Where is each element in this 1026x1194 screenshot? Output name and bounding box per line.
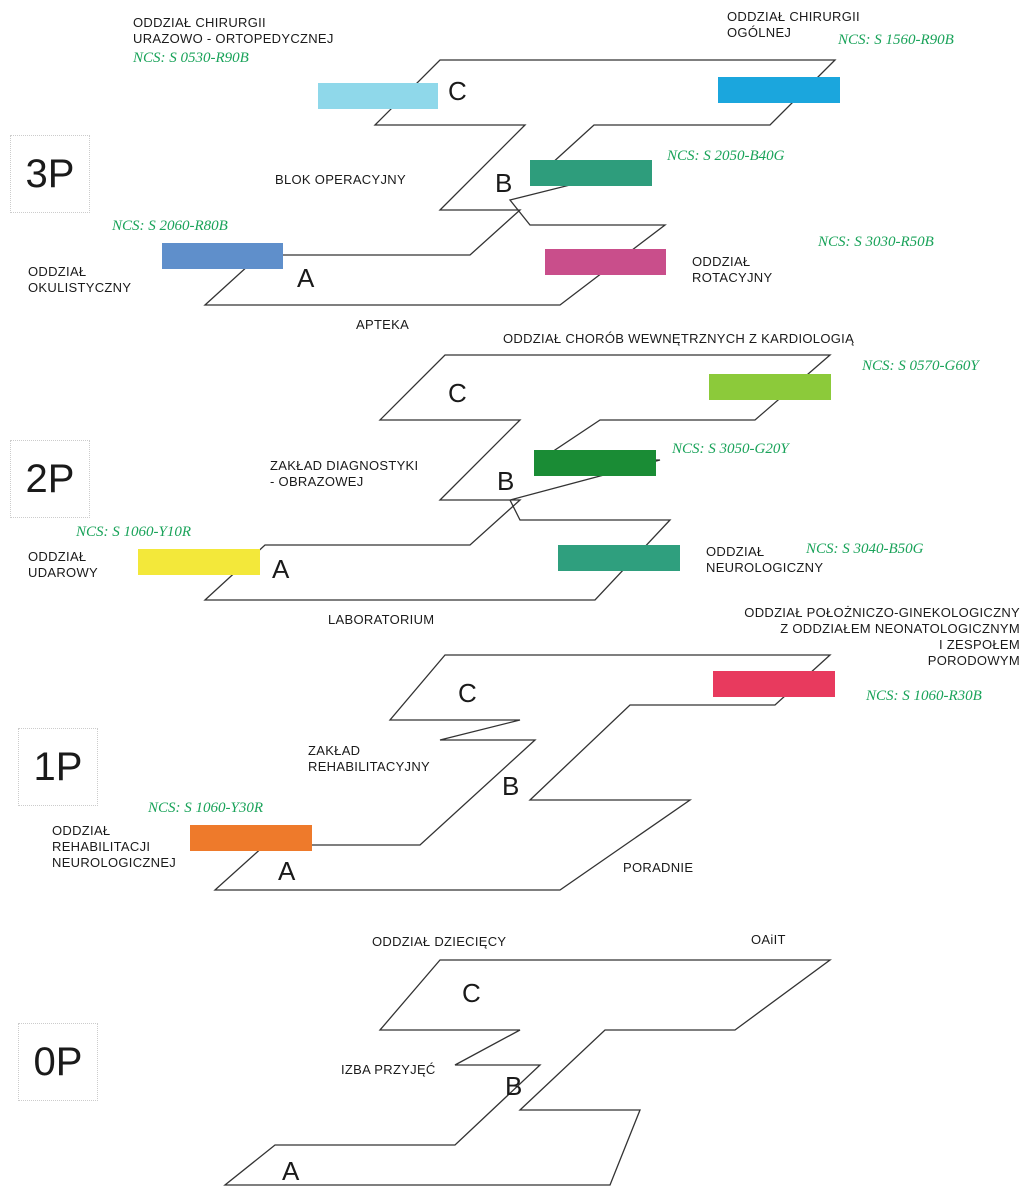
color-swatch-internal-medicine [709, 374, 831, 400]
color-swatch-orthopedic-surgery [318, 83, 438, 109]
floor-0p-outline [223, 959, 832, 1186]
color-swatch-stroke-ward [138, 549, 260, 575]
ward-label-operating-block: BLOK OPERACYJNY [275, 172, 406, 187]
ward-label-obstetrics-gynecology: ODDZIAŁ POŁOŻNICZO-GINEKOLOGICZNY Z ODDZ… [744, 605, 1020, 668]
ncs-code-obstetrics-gynecology: NCS: S 1060-R30B [866, 688, 982, 704]
color-swatch-general-surgery [718, 77, 840, 103]
ward-label-laboratory: LABORATORIUM [328, 612, 435, 627]
ncs-code-rotation-ward: NCS: S 3030-R50B [818, 234, 934, 250]
ncs-code-neurology: NCS: S 3040-B50G [806, 541, 924, 557]
color-swatch-2p-b [534, 450, 656, 476]
wing-label-2p-c: C [448, 378, 467, 408]
floor-label-1p: 1P [18, 728, 98, 806]
ncs-code-3p-b: NCS: S 2050-B40G [667, 148, 785, 164]
color-swatch-obstetrics-gynecology [713, 671, 835, 697]
ward-label-rotation-ward: ODDZIAŁ ROTACYJNY [692, 254, 773, 285]
ward-label-general-surgery: ODDZIAŁ CHIRURGII OGÓLNEJ [727, 9, 860, 40]
floor-label-3p: 3P [10, 135, 90, 213]
color-swatch-rotation-ward [545, 249, 666, 275]
wing-label-2p-b: B [497, 466, 515, 496]
wing-label-3p-b: B [495, 168, 513, 198]
ward-label-orthopedic-surgery: ODDZIAŁ CHIRURGII URAZOWO - ORTOPEDYCZNE… [133, 15, 334, 46]
ncs-code-ophthalmology: NCS: S 2060-R80B [112, 218, 228, 234]
floor-1p-outline [213, 654, 832, 891]
wing-label-1p-c: C [458, 678, 477, 708]
wing-label-3p-c: C [448, 76, 467, 106]
color-swatch-neuro-rehabilitation [190, 825, 312, 851]
color-swatch-ophthalmology [162, 243, 283, 269]
wing-label-1p-a: A [278, 856, 296, 886]
ward-label-icu: OAiIT [751, 932, 786, 947]
ward-label-neurology: ODDZIAŁ NEUROLOGICZNY [706, 544, 824, 575]
ward-label-pharmacy: APTEKA [356, 317, 410, 332]
color-swatch-3p-b [530, 160, 652, 186]
ncs-code-2p-b: NCS: S 3050-G20Y [672, 441, 789, 457]
ncs-code-orthopedic-surgery: NCS: S 0530-R90B [133, 50, 249, 66]
ward-label-admissions: IZBA PRZYJĘĆ [341, 1062, 436, 1077]
wing-label-0p-a: A [282, 1156, 300, 1186]
ward-label-internal-medicine: ODDZIAŁ CHORÓB WEWNĘTRZNYCH Z KARDIOLOGI… [503, 331, 855, 346]
ward-label-pediatrics: ODDZIAŁ DZIECIĘCY [372, 934, 507, 949]
ncs-code-internal-medicine: NCS: S 0570-G60Y [862, 358, 979, 374]
floor-label-0p: 0P [18, 1023, 98, 1101]
wing-label-3p-a: A [297, 263, 315, 293]
ward-label-diagnostic-imaging: ZAKŁAD DIAGNOSTYKI - OBRAZOWEJ [270, 458, 419, 489]
ward-label-rehabilitation: ZAKŁAD REHABILITACYJNY [308, 743, 431, 774]
ward-label-neuro-rehabilitation: ODDZIAŁ REHABILITACJI NEUROLOGICZNEJ [52, 823, 177, 870]
ward-label-ophthalmology: ODDZIAŁ OKULISTYCZNY [28, 264, 132, 295]
color-swatch-neurology [558, 545, 680, 571]
wing-label-0p-c: C [462, 978, 481, 1008]
ward-label-stroke-ward: ODDZIAŁ UDAROWY [28, 549, 98, 580]
ward-label-outpatient-clinics: PORADNIE [623, 860, 694, 875]
ncs-code-general-surgery: NCS: S 1560-R90B [838, 32, 954, 48]
wing-label-2p-a: A [272, 554, 290, 584]
wing-label-0p-b: B [505, 1071, 523, 1101]
ncs-code-neuro-rehabilitation: NCS: S 1060-Y30R [148, 800, 264, 816]
wing-label-1p-b: B [502, 771, 520, 801]
floor-label-2p: 2P [10, 440, 90, 518]
ncs-code-stroke-ward: NCS: S 1060-Y10R [76, 524, 192, 540]
